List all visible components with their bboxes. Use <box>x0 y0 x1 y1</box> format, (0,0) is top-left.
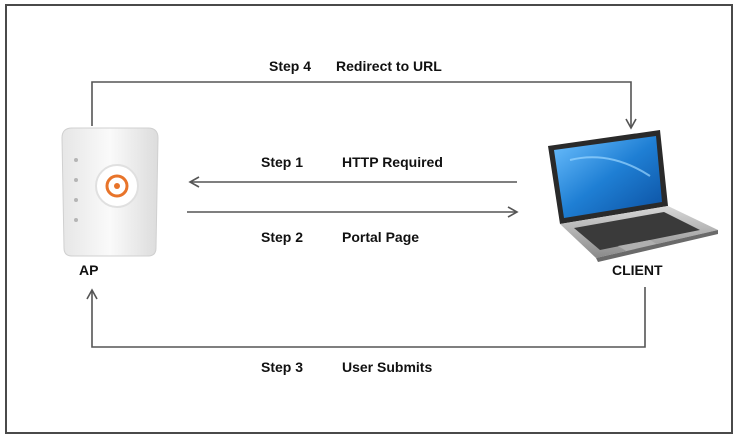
step3-connector <box>86 287 646 348</box>
step4-text: Redirect to URL <box>336 58 442 74</box>
step4-number: Step 4 <box>269 58 312 74</box>
step2-number: Step 2 <box>261 229 304 245</box>
step3-number: Step 3 <box>261 359 304 375</box>
laptop-icon <box>548 130 718 262</box>
step2-text: Portal Page <box>342 229 420 245</box>
diagram-canvas <box>61 81 718 348</box>
step3-text: User Submits <box>342 359 433 375</box>
access-point-icon <box>61 127 159 257</box>
step1-text: HTTP Required <box>342 154 443 170</box>
client-label: CLIENT <box>612 262 663 278</box>
step1-number: Step 1 <box>261 154 304 170</box>
step4-connector <box>91 81 637 130</box>
ap-label: AP <box>79 262 99 278</box>
